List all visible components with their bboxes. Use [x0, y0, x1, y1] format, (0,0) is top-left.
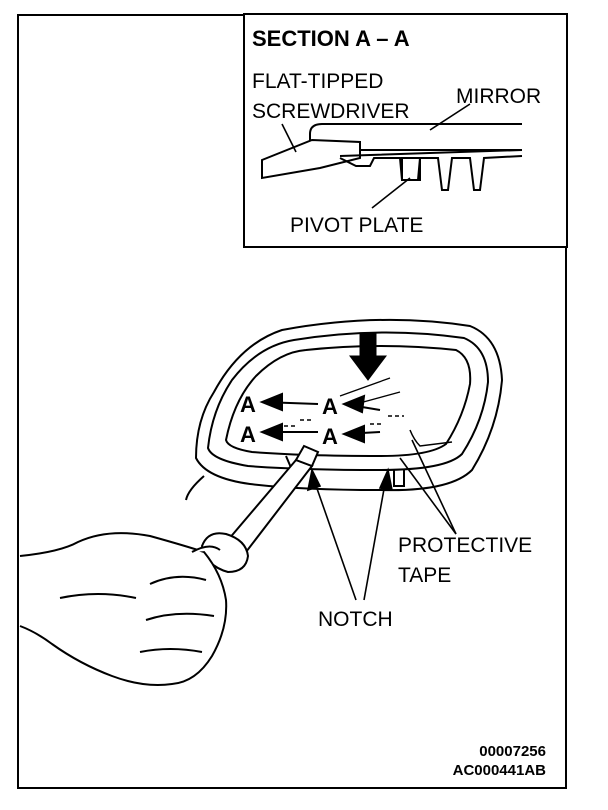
leader-screwdriver — [281, 123, 297, 153]
screwdriver-blade-section — [261, 138, 361, 180]
section-inset: SECTION A – A FLAT-TIPPED SCREWDRIVER MI… — [243, 13, 568, 248]
leader-notch-1-head-icon — [306, 467, 322, 492]
section-letter-a-4: A — [322, 424, 338, 449]
section-letter-a-2: A — [322, 394, 338, 419]
finger-line-2 — [145, 612, 215, 621]
leader-notch-2 — [363, 477, 387, 601]
label-tape: TAPE — [398, 564, 451, 587]
leader-pivot-plate — [371, 177, 411, 209]
section-arrow-top-left-head-icon — [259, 392, 283, 412]
figure-code-2: AC000441AB — [453, 762, 547, 779]
pivot-plate-clip — [401, 157, 421, 181]
mirror-assembly — [185, 318, 504, 501]
screwdriver-tip — [294, 444, 320, 468]
label-mirror: MIRROR — [456, 85, 541, 108]
label-protective: PROTECTIVE — [398, 534, 532, 557]
screwdriver-handle-cap — [200, 532, 250, 574]
thumb-line — [59, 593, 137, 599]
section-title: SECTION A – A — [252, 26, 410, 51]
label-notch: NOTCH — [318, 608, 393, 631]
notch-right — [393, 470, 405, 487]
leader-notch-1 — [313, 479, 357, 601]
section-arrow-bottom-left-head-icon — [259, 422, 283, 442]
label-pivot-plate: PIVOT PLATE — [290, 214, 423, 237]
housing-edge-line — [185, 475, 205, 501]
leader-protective-1 — [411, 439, 457, 535]
mirror-reflection-lines — [339, 377, 401, 405]
mirror-section-shape — [309, 123, 522, 151]
callout-leaders — [306, 439, 457, 601]
label-screwdriver: SCREWDRIVER — [252, 100, 410, 123]
hand — [19, 532, 228, 686]
pivot-plate-section — [339, 149, 523, 191]
finger-line-3 — [139, 648, 203, 653]
press-down-arrow-icon — [349, 333, 387, 381]
finger-line-1 — [149, 575, 207, 585]
hand-outline — [19, 532, 228, 686]
pivot-plate-hidden-lines — [284, 415, 404, 427]
leader-notch-2-head-icon — [378, 467, 394, 491]
figure-code-1: 00007256 — [479, 743, 546, 760]
thumb-tip — [191, 545, 221, 553]
screwdriver-shaft — [226, 458, 314, 554]
leader-protective-2 — [399, 457, 457, 535]
section-arrows — [259, 392, 381, 444]
section-letter-a-1: A — [240, 392, 256, 417]
label-flat-tipped: FLAT-TIPPED — [252, 70, 383, 93]
protective-tape-strip — [409, 429, 453, 447]
section-arrow-top-right-head-icon — [341, 394, 366, 414]
screwdriver — [200, 444, 320, 574]
leader-mirror — [429, 103, 471, 131]
section-arrow-bottom-right-head-icon — [341, 424, 365, 444]
mirror-glass — [224, 345, 472, 458]
section-letter-a-3: A — [240, 422, 256, 447]
